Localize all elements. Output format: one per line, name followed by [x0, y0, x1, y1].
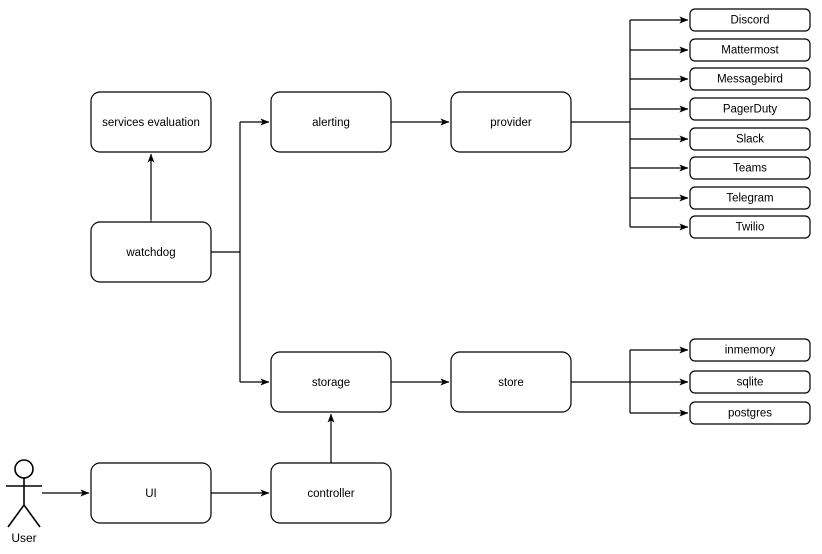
store-leaf-inmemory[interactable]: inmemory — [689, 338, 811, 362]
provider-leaf-mattermost-label: Mattermost — [721, 45, 779, 57]
node-storage-label: storage — [312, 377, 350, 389]
node-watchdog-label: watchdog — [125, 247, 175, 259]
provider-leaf-mattermost-shape — [689, 38, 811, 62]
store-leaf-sqlite-shape — [689, 370, 811, 394]
store-leaf-inmemory-shape — [689, 338, 811, 362]
node-store-label: store — [498, 377, 524, 389]
provider-leaf-teams[interactable]: Teams — [689, 156, 811, 180]
provider-leaf-mattermost[interactable]: Mattermost — [689, 38, 811, 62]
store-leaf-sqlite[interactable]: sqlite — [689, 370, 811, 394]
store-leaf-postgres[interactable]: postgres — [689, 401, 811, 425]
provider-leaf-slack-shape — [689, 127, 811, 151]
actor-leg-right-line — [23, 504, 41, 528]
provider-leaf-discord[interactable]: Discord — [689, 8, 811, 32]
provider-leaf-discord-label: Discord — [731, 15, 770, 27]
node-storage-shape — [270, 351, 392, 413]
node-provider-shape — [450, 91, 572, 153]
user-actor[interactable]: User — [6, 459, 42, 545]
node-watchdog[interactable]: watchdog — [90, 221, 212, 283]
store-leaf-sqlite-label: sqlite — [737, 377, 764, 389]
actor-leg-left-line — [7, 504, 25, 528]
node-controller[interactable]: controller — [270, 462, 392, 524]
provider-leaf-messagebird-label: Messagebird — [717, 74, 783, 86]
node-alerting-shape — [270, 91, 392, 153]
provider-leaf-telegram-shape — [689, 186, 811, 210]
node-store[interactable]: store — [450, 351, 572, 413]
store-leaf-postgres-label: postgres — [728, 408, 772, 420]
provider-leaf-telegram-label: Telegram — [726, 193, 773, 205]
store-leaf-postgres-shape — [689, 401, 811, 425]
node-services-evaluation-label: services evaluation — [102, 117, 200, 129]
node-services-evaluation-shape — [90, 91, 212, 153]
provider-leaf-discord-shape — [689, 8, 811, 32]
user-actor-label: User — [11, 531, 36, 545]
node-storage[interactable]: storage — [270, 351, 392, 413]
provider-leaf-pagerduty-label: PagerDuty — [723, 104, 778, 116]
provider-leaf-teams-shape — [689, 156, 811, 180]
node-watchdog-shape — [90, 221, 212, 283]
node-controller-shape — [270, 462, 392, 524]
provider-leaf-slack-label: Slack — [736, 134, 764, 146]
provider-leaf-pagerduty-shape — [689, 97, 811, 121]
provider-leaf-telegram[interactable]: Telegram — [689, 186, 811, 210]
node-provider[interactable]: provider — [450, 91, 572, 153]
actor-head-icon — [14, 459, 34, 479]
node-controller-label: controller — [307, 488, 354, 500]
store-leaf-inmemory-label: inmemory — [725, 345, 776, 357]
node-ui[interactable]: UI — [90, 462, 212, 524]
provider-leaf-twilio[interactable]: Twilio — [689, 215, 811, 239]
provider-leaf-slack[interactable]: Slack — [689, 127, 811, 151]
provider-leaf-twilio-shape — [689, 215, 811, 239]
node-provider-label: provider — [490, 117, 532, 129]
provider-leaf-pagerduty[interactable]: PagerDuty — [689, 97, 811, 121]
edge-layer — [42, 16, 689, 497]
node-services-evaluation[interactable]: services evaluation — [90, 91, 212, 153]
provider-leaf-twilio-label: Twilio — [736, 222, 765, 234]
provider-leaf-messagebird-shape — [689, 67, 811, 91]
provider-leaf-messagebird[interactable]: Messagebird — [689, 67, 811, 91]
node-ui-shape — [90, 462, 212, 524]
provider-leaf-teams-label: Teams — [733, 163, 767, 175]
node-ui-label: UI — [145, 488, 157, 500]
node-store-shape — [450, 351, 572, 413]
node-alerting-label: alerting — [312, 117, 350, 129]
node-alerting[interactable]: alerting — [270, 91, 392, 153]
